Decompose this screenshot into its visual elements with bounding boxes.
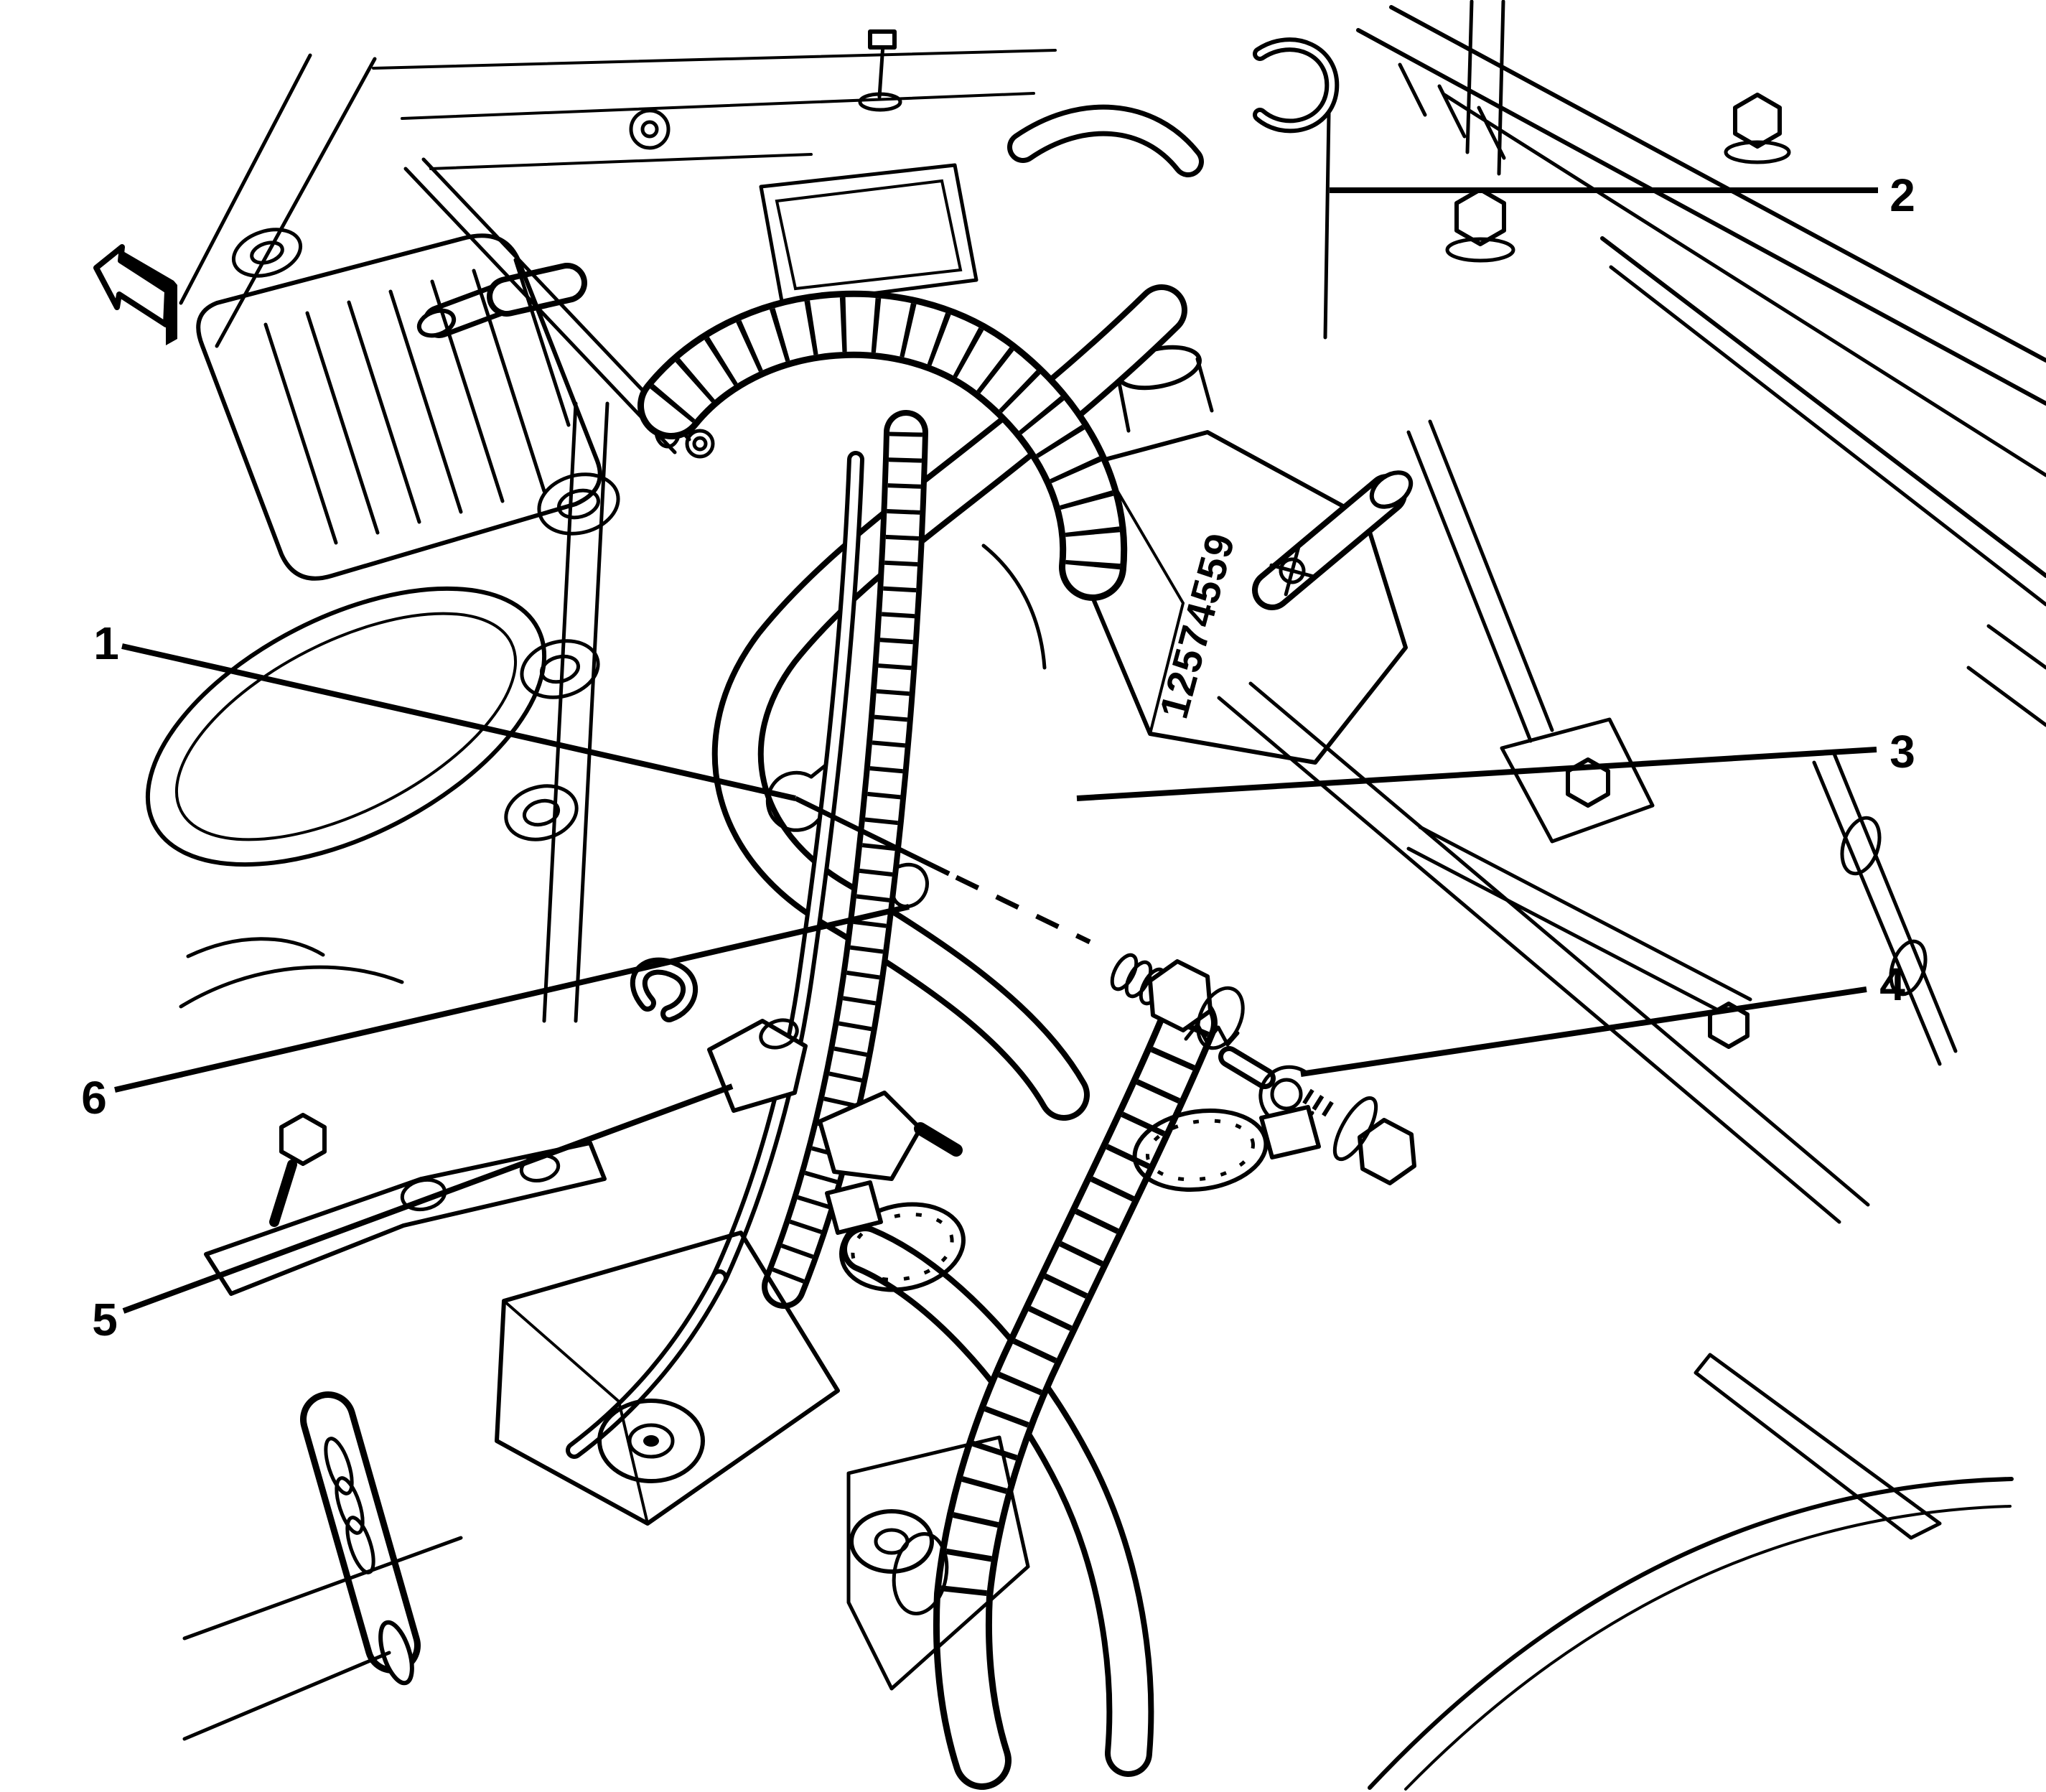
molded-symbol (1269, 545, 1315, 597)
callout-6-number: 6 (81, 1072, 107, 1124)
frame-bolt (1445, 187, 1515, 263)
frame-bolt (1724, 93, 1791, 164)
corrugated-air-hose (637, 290, 1128, 601)
callout-1-leader-line (121, 643, 796, 801)
coolant-reservoir: 12574559 (1090, 345, 1414, 765)
part-number-label: 12574559 (1151, 528, 1243, 723)
center-fittings (630, 763, 1321, 1292)
callout-2-number: 2 (1889, 169, 1915, 221)
lower-heater-hose (841, 1226, 1154, 1777)
callout-6-leader-line (114, 904, 910, 1093)
removed-bolt (1110, 953, 1245, 1050)
callout-4-number: 4 (1879, 958, 1905, 1010)
small-coolant-hose (1007, 104, 1204, 177)
ground-strap-and-eyelet (1184, 1022, 1314, 1126)
bolt-axis-hardware (794, 795, 1416, 1185)
fuel-rail (504, 401, 620, 1023)
wheel-house-arc (1368, 1477, 2014, 1790)
callout-3-number: 3 (1889, 726, 1915, 778)
dipstick-handle (1253, 37, 1340, 134)
frame-rail-structure (1217, 0, 2046, 1791)
callout-5-number: 5 (92, 1294, 118, 1345)
hose-clamp (1132, 1105, 1321, 1192)
fuel-line-connector (630, 957, 808, 1113)
corrugated-conduit-lower (933, 994, 1218, 1790)
engine-mount-area (182, 1113, 1030, 1741)
retainer-hook (891, 863, 929, 909)
engine-top-area (179, 29, 1340, 459)
shock-cylinder (300, 1391, 421, 1686)
hose-clamp (825, 1180, 966, 1292)
quick-connect-fitting (818, 1091, 963, 1181)
callout-1-number: 1 (93, 617, 119, 669)
ground-bolt (1302, 1088, 1416, 1185)
callout-4-leader-line (1300, 986, 1867, 1077)
front-direction-arrow-icon (93, 244, 177, 345)
fuel-pipe-clip (765, 763, 828, 832)
callout-5-leader-line (122, 1083, 734, 1314)
callouts: 1 2 3 4 5 6 (81, 169, 1915, 1345)
heater-hose (711, 284, 1187, 1121)
stud-bolt (858, 29, 902, 112)
wiring-conduit-bundle (566, 410, 1047, 1459)
callout-3-leader-line (1076, 747, 1877, 801)
fuel-pipe-nipple (416, 263, 587, 338)
valve-cover (145, 228, 602, 1009)
cover-gasket-oval (145, 586, 547, 867)
mount-bolt (269, 1113, 327, 1227)
